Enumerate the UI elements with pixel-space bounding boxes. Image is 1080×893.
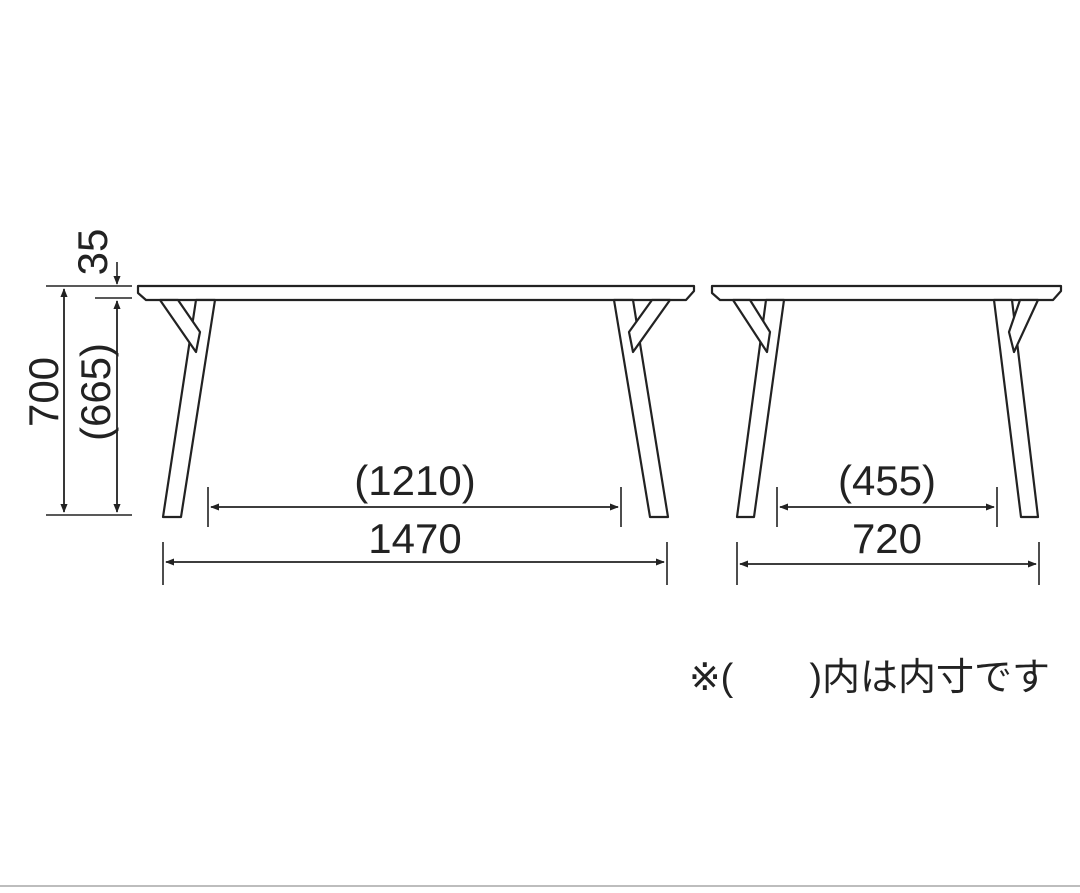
height-dimensions: 35 700 (665) [20,229,132,516]
side-left-brace [731,298,772,354]
inner-height-label: (665) [72,343,119,441]
front-right-brace [627,298,672,354]
front-view-table [136,284,696,519]
side-left-leg [735,298,786,519]
side-right-brace [1007,298,1040,354]
side-right-leg [992,298,1040,519]
side-width-dimensions: (455) 720 [736,457,1040,585]
side-tabletop [710,284,1063,302]
side-inner-width-label: (455) [838,457,936,504]
front-left-brace [158,298,202,354]
front-left-leg [161,298,217,519]
front-inner-width-label: (1210) [354,457,475,504]
inner-dimension-note: ※( )内は内寸です [689,657,1050,699]
front-right-leg [612,298,670,519]
front-tabletop [136,284,696,302]
top-thickness-label: 35 [69,229,116,276]
side-view-table [710,284,1063,519]
front-width-label: 1470 [368,515,461,562]
total-height-label: 700 [20,357,67,427]
front-width-dimensions: (1210) 1470 [162,457,668,585]
side-width-label: 720 [852,515,922,562]
